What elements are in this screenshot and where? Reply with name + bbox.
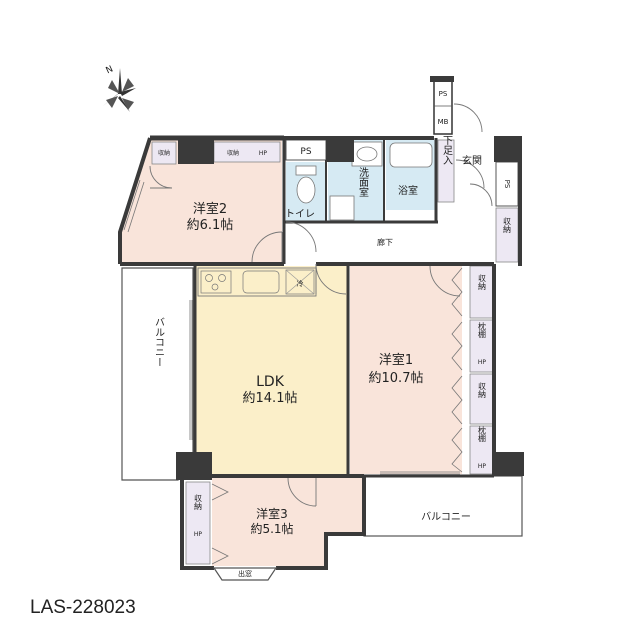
room-area-western3: 約5.1帖 <box>250 521 293 536</box>
wall-block-6 <box>430 76 454 82</box>
compass-north-label: N <box>104 64 114 76</box>
storage-w2-hp <box>213 141 281 163</box>
storage-w3-label: 収納 <box>194 493 203 511</box>
storage-w1-b-label: 収納 <box>478 381 487 399</box>
wall-block-4 <box>176 452 212 480</box>
balcony-left-area <box>121 267 194 481</box>
room-area-ldk: 約14.1帖 <box>243 391 298 406</box>
shoe-box <box>437 139 455 203</box>
storage-w3-hp: HP <box>194 531 203 538</box>
room-area-western1: 約10.7帖 <box>369 371 424 386</box>
room-name-western1: 洋室1 <box>379 352 413 368</box>
room-name-entrance: 玄関 <box>462 154 482 167</box>
shelf-w1-b-label: 枕棚 <box>478 425 487 443</box>
room-name-western2: 洋室2 <box>193 201 227 217</box>
shelf-w1-b-hp: HP <box>478 463 487 470</box>
walls <box>118 135 522 570</box>
shelf-w1-a <box>469 319 495 373</box>
washbasin-icon <box>351 141 383 167</box>
storage-w3 <box>185 481 211 565</box>
storage-corridor-label: 収納 <box>503 216 512 234</box>
storage-w1-b <box>469 373 495 425</box>
washer-pan-icon <box>329 195 355 221</box>
storage-w2-small <box>151 141 177 165</box>
ps-mb-label-mb: MB <box>438 118 449 126</box>
ps-right-label: PS <box>503 180 511 189</box>
toilet-bowl-icon <box>296 176 316 204</box>
room-name-bay-window: 出窓 <box>238 569 252 578</box>
room-name-toilet: トイレ <box>285 209 315 220</box>
storage-w2-hp-mark: HP <box>259 150 268 157</box>
western-room-2-floor <box>122 140 282 262</box>
storage-w2-hp-label: 収納 <box>227 149 239 157</box>
room-name-balcony-left: バルコニー <box>153 317 165 367</box>
wall-block-1 <box>178 138 214 164</box>
room-name-bath: 浴室 <box>398 184 418 197</box>
sink-icon <box>242 270 280 294</box>
storage-w2-small-label: 収納 <box>158 149 170 157</box>
bay-window <box>212 567 278 581</box>
shelf-w1-b <box>469 425 495 475</box>
ps-top-label: PS <box>300 147 311 157</box>
corridor-floor <box>284 224 494 262</box>
fridge-label: 冷 <box>297 279 304 288</box>
western-room-1-floor <box>350 266 462 474</box>
windows <box>123 179 460 475</box>
wall-block-5 <box>496 452 524 476</box>
ps-mb-label-ps: PS <box>439 90 448 98</box>
room-name-western3: 洋室3 <box>256 506 288 521</box>
wall-block-2 <box>326 138 354 162</box>
room-area-western2: 約6.1帖 <box>187 218 234 233</box>
ldk-floor <box>196 266 348 476</box>
shelf-w1-a-hp: HP <box>478 359 487 366</box>
wall-block-3 <box>494 136 522 162</box>
shoe-box-label: 下足入 <box>441 135 453 165</box>
door-swings <box>149 103 493 507</box>
bathtub-icon <box>389 142 433 168</box>
room-name-corridor: 廊下 <box>377 237 393 247</box>
room-name-balcony-bottom: バルコニー <box>421 511 471 523</box>
shelf-w1-a-label: 枕棚 <box>478 321 487 339</box>
fridge-space <box>285 269 315 295</box>
balcony-bottom-area <box>363 475 523 537</box>
stove-icon <box>200 270 232 294</box>
plan-code: LAS-228023 <box>30 597 136 618</box>
closet-folding-doors <box>211 267 463 565</box>
entrance-floor <box>456 140 494 222</box>
compass-rose: N <box>103 64 136 112</box>
storage-w1-a-label: 収納 <box>478 273 487 291</box>
room-name-ldk: LDK <box>256 374 285 390</box>
room-name-washroom: 洗面室 <box>357 167 369 197</box>
